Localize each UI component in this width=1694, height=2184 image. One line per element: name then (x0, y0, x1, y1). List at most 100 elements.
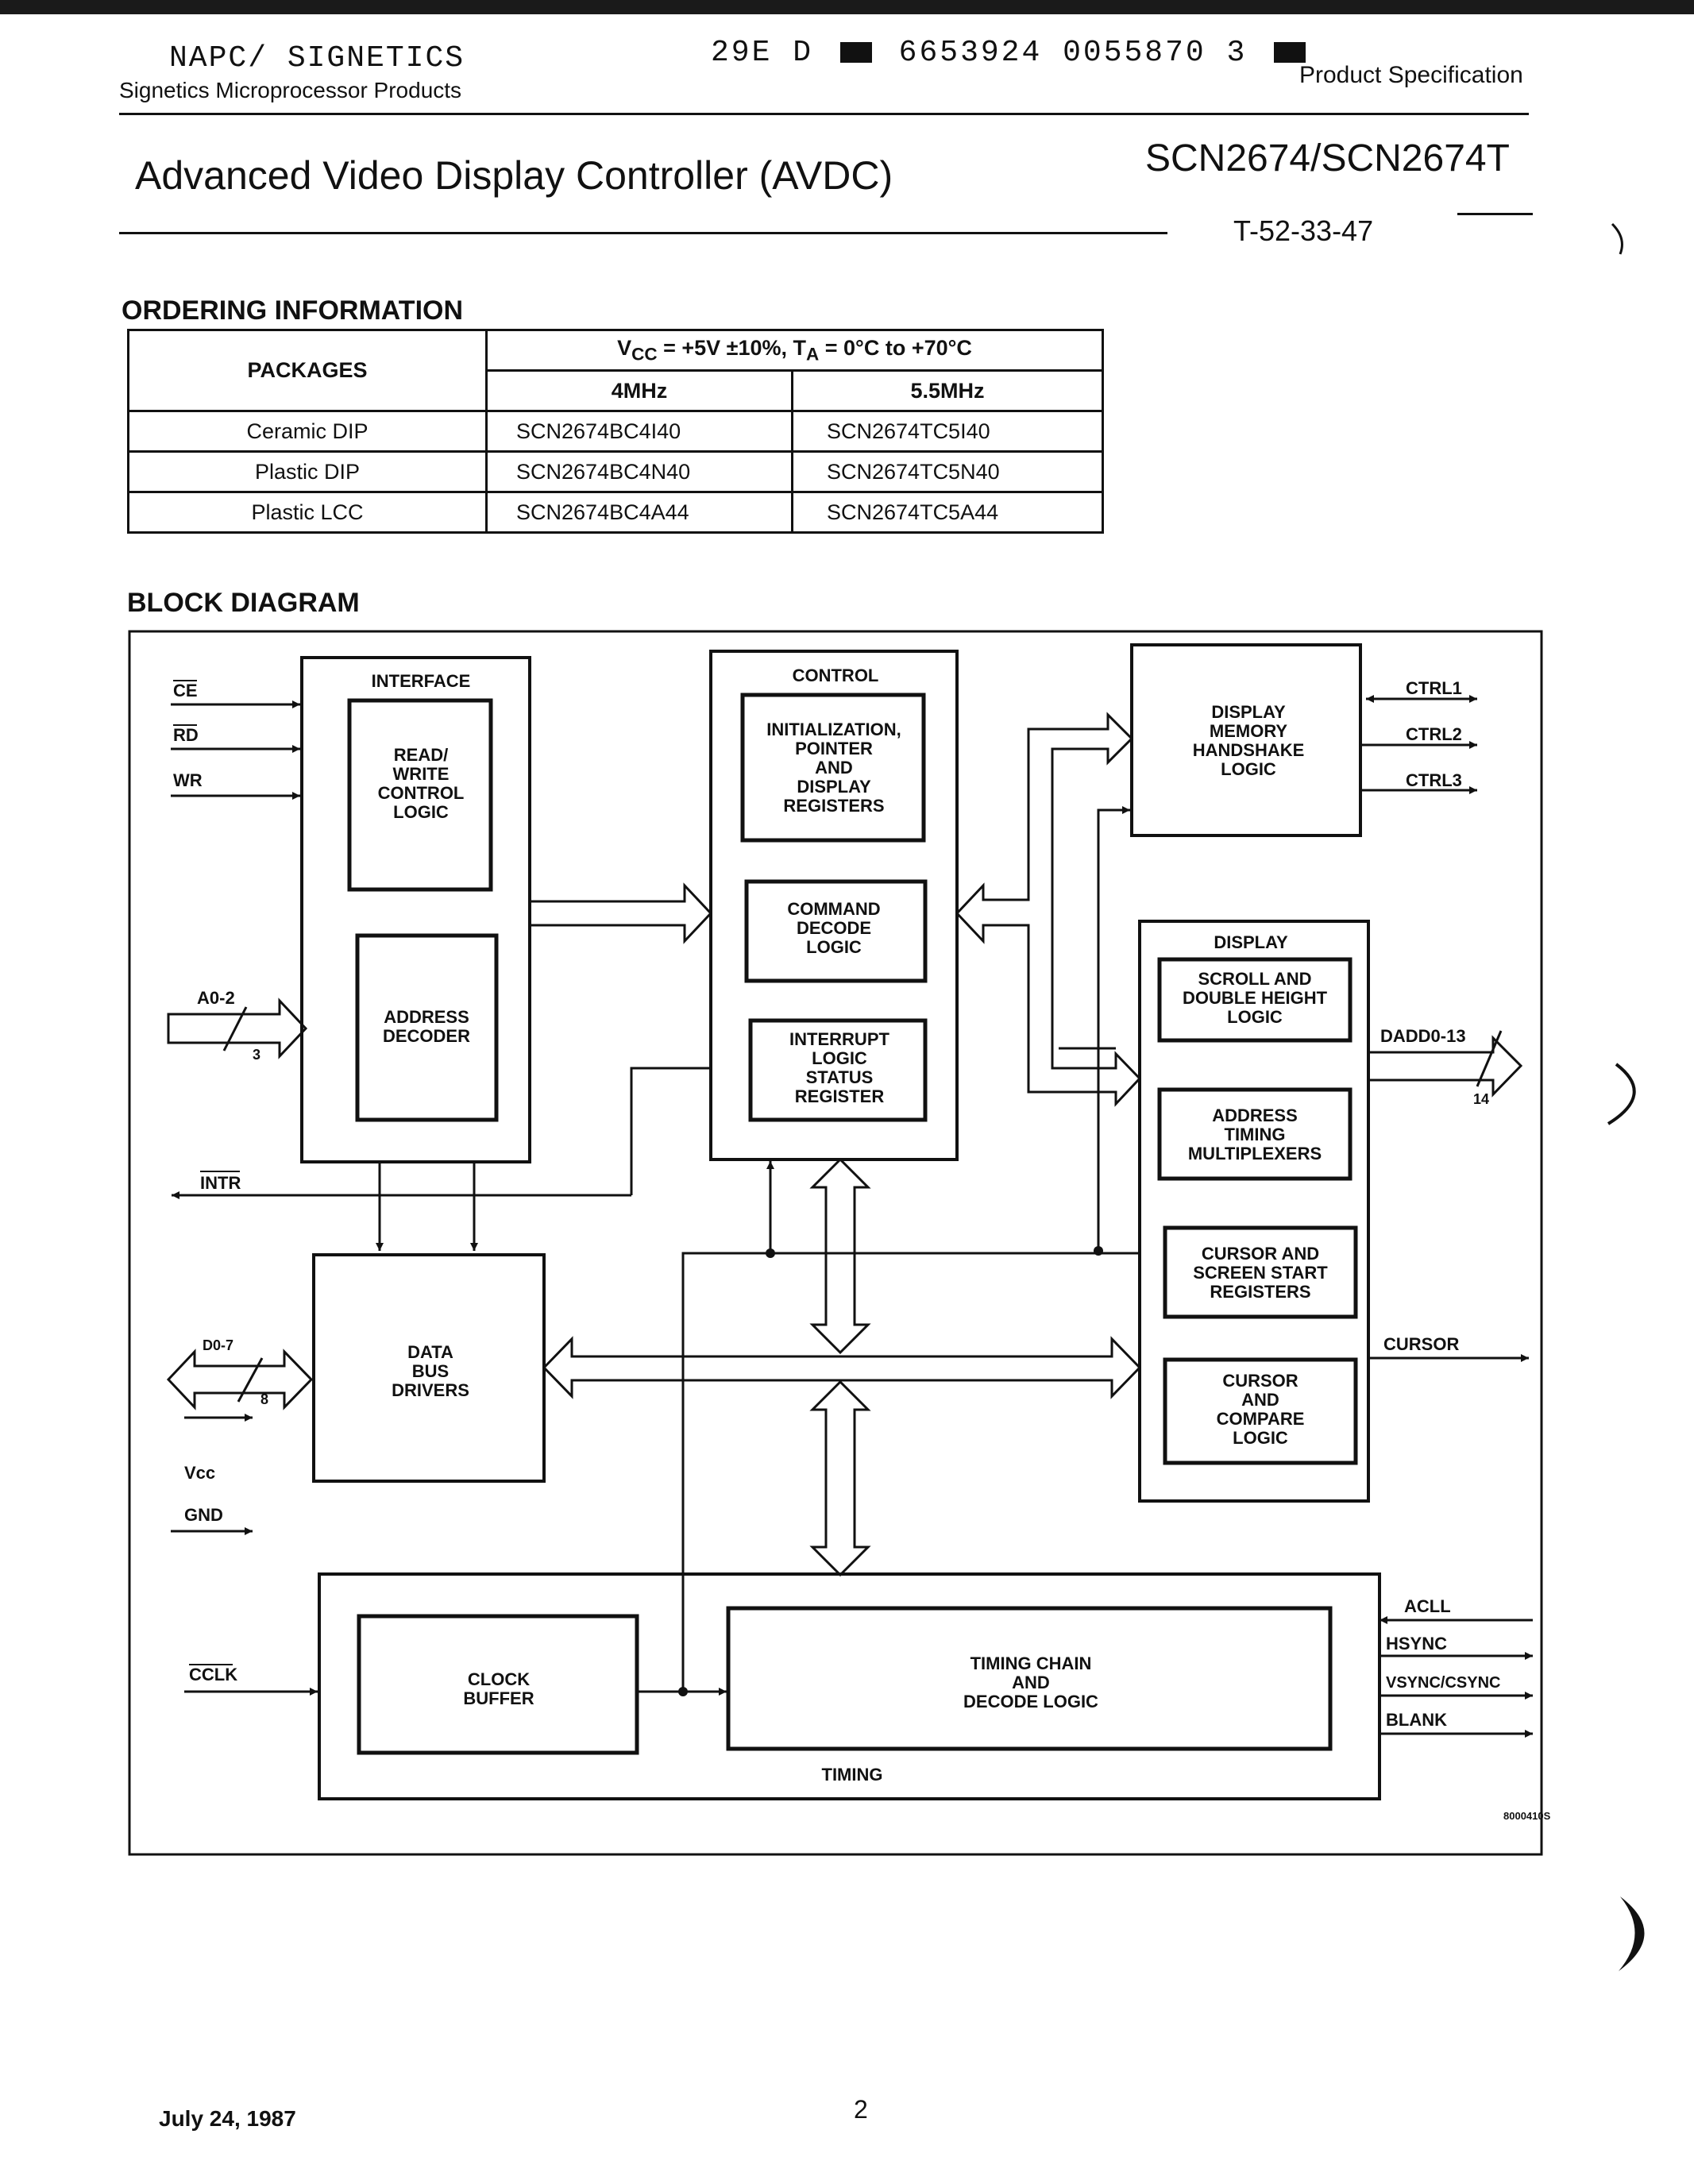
black-mark (1274, 41, 1306, 63)
handshake-label: DISPLAY (1211, 702, 1286, 722)
signal-ctrl1: CTRL1 (1406, 678, 1462, 698)
cond-vcc-sub: CC (631, 344, 658, 365)
scroll-block (1157, 957, 1352, 1043)
timing-label: TIMING (822, 1765, 883, 1785)
init-registers-block (740, 693, 926, 843)
cond-mid: = +5V ±10%, T (657, 335, 806, 360)
ordering-heading: ORDERING INFORMATION (122, 295, 464, 326)
signal-d07: D0-7 (203, 1337, 233, 1353)
table-row: Plastic DIP SCN2674BC4N40 SCN2674TC5N40 (127, 450, 1104, 493)
scroll-label: LOGIC (1227, 1007, 1283, 1027)
timing-chain-label: TIMING CHAIN (970, 1653, 1092, 1673)
a02-bus-slash (222, 1006, 248, 1051)
packages-header: PACKAGES (127, 329, 488, 412)
interrupt-label: LOGIC (812, 1048, 867, 1068)
signal-acll: ACLL (1404, 1596, 1451, 1616)
signal-blank: BLANK (1386, 1710, 1447, 1730)
cursor-compare-block (1163, 1357, 1358, 1465)
package-cell: Ceramic DIP (127, 410, 488, 453)
junction-dot (678, 1687, 688, 1696)
signal-a02: A0-2 (197, 988, 235, 1008)
signal-gnd: GND (184, 1505, 223, 1525)
rw-logic-block (347, 698, 493, 892)
dadd-bus-slash (1476, 1030, 1503, 1087)
interrupt-block (748, 1018, 928, 1122)
clock-feed-line (681, 1252, 770, 1692)
package-cell: Plastic LCC (127, 491, 488, 534)
command-decode-block (744, 879, 928, 983)
d07-bus-slash (237, 1357, 264, 1403)
timing-bus-vertical (809, 1379, 871, 1577)
init-label: REGISTERS (783, 796, 884, 816)
cmd-decode-label: DECODE (797, 918, 871, 938)
cmd-decode-label: LOGIC (806, 937, 862, 957)
col-5-5mhz: 5.5MHz (791, 369, 1104, 412)
signal-cclk: CCLK (189, 1665, 237, 1684)
company-name: NAPC/ SIGNETICS (169, 41, 465, 75)
clock-buffer-label: BUFFER (463, 1688, 534, 1708)
page-number: 2 (854, 2095, 868, 2124)
cond-end: = 0°C to +70°C (819, 335, 972, 360)
division-name: Signetics Microprocessor Products (119, 78, 462, 102)
handshake-label: MEMORY (1210, 721, 1288, 741)
title-rule-short (1457, 213, 1533, 215)
cursor-compare-label: LOGIC (1233, 1428, 1288, 1448)
cursor-compare-label: CURSOR (1222, 1371, 1298, 1391)
rw-logic-label: CONTROL (378, 783, 465, 803)
handshake-feed-line (1097, 806, 1130, 1251)
control-block (709, 650, 959, 1161)
scroll-label: SCROLL AND (1198, 969, 1312, 989)
conditions-header: VCC = +5V ±10%, TA = 0°C to +70°C (485, 329, 1104, 372)
init-label: POINTER (795, 739, 873, 758)
handshake-label: LOGIC (1221, 759, 1276, 779)
junction-dot (1094, 1246, 1103, 1256)
timing-block (318, 1572, 1381, 1800)
dadd-bus-arrow (1368, 1035, 1523, 1098)
footer-date: July 24, 1987 (159, 2106, 296, 2131)
figure-id: 8000410S (1503, 1810, 1551, 1822)
part-cell: SCN2674TC5N40 (791, 450, 1104, 493)
control-to-display-bus (955, 712, 1142, 1107)
cursor-regs-label: CURSOR AND (1202, 1244, 1319, 1264)
scroll-label: DOUBLE HEIGHT (1183, 988, 1328, 1008)
control-label: CONTROL (793, 666, 879, 685)
addr-decoder-label: ADDRESS (384, 1007, 469, 1027)
d07-bus-arrow (166, 1349, 314, 1410)
data-bus-label: DRIVERS (392, 1380, 469, 1400)
init-label: INITIALIZATION, (766, 720, 901, 739)
interrupt-label: REGISTER (795, 1086, 885, 1106)
display-block (1138, 920, 1370, 1503)
doc-type: Product Specification (1299, 62, 1523, 88)
rw-logic-label: LOGIC (393, 802, 449, 822)
interface-label: INTERFACE (372, 671, 471, 691)
data-bus-label: BUS (412, 1361, 449, 1381)
part-number: SCN2674/SCN2674T (1145, 137, 1510, 179)
rw-logic-label: WRITE (393, 764, 450, 784)
signal-ce: CE (173, 681, 198, 700)
part-cell: SCN2674BC4A44 (485, 491, 793, 534)
intr-route (630, 1067, 709, 1195)
interface-to-control-arrow (530, 882, 713, 944)
timing-chain-label: DECODE LOGIC (963, 1692, 1098, 1711)
signal-hsync: HSYNC (1386, 1634, 1447, 1653)
timing-chain-block (726, 1606, 1333, 1751)
ordering-table: PACKAGES VCC = +5V ±10%, TA = 0°C to +70… (127, 329, 1104, 534)
cursor-registers-block (1163, 1225, 1358, 1319)
data-bus-horizontal (542, 1336, 1142, 1399)
display-label: DISPLAY (1214, 932, 1288, 952)
title-rule (119, 232, 1167, 234)
address-timing-block (1157, 1087, 1352, 1181)
signal-vcc: Vcc (184, 1463, 215, 1483)
black-mark (839, 41, 872, 63)
signal-ctrl2: CTRL2 (1406, 724, 1462, 744)
cursor-compare-label: COMPARE (1217, 1409, 1305, 1429)
catalog-code-right: 6653924 0055870 3 (898, 36, 1248, 70)
binder-hole-mark (1619, 1897, 1645, 1971)
timing-chain-label: AND (1012, 1673, 1050, 1692)
cursor-regs-label: SCREEN START (1193, 1263, 1328, 1283)
reference-code: T-52-33-47 (1233, 214, 1374, 247)
cond-vcc: V (617, 335, 632, 360)
catalog-code-left: 29E D (711, 36, 814, 70)
address-decoder-block (355, 933, 499, 1122)
